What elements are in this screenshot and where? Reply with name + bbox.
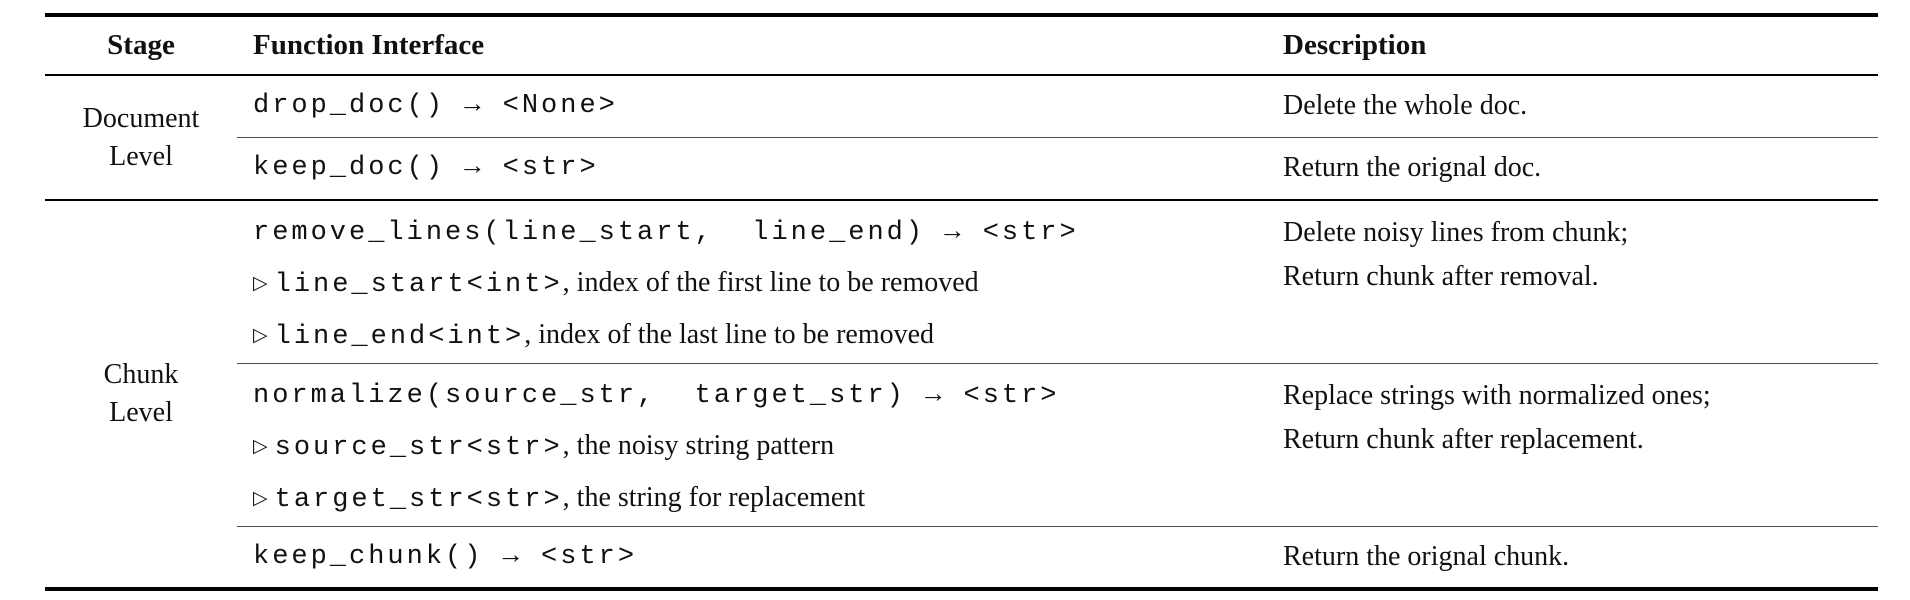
table-row-keep-chunk: keep_chunk() → <str> Return the orignal … <box>45 527 1878 589</box>
function-signature: keep_chunk() → <str> <box>253 541 638 572</box>
description-line: Return the orignal doc. <box>1283 152 1542 184</box>
function-cell-drop-doc: drop_doc() → <None> <box>237 75 1283 138</box>
col-header-description: Description <box>1283 15 1878 76</box>
function-cell-keep-doc: keep_doc() → <str> <box>237 137 1283 201</box>
description-cell: Return the orignal chunk. <box>1283 527 1878 589</box>
table-row-normalize: normalize(source_str, target_str) → <str… <box>45 363 1878 527</box>
param-note: , index of the last line to be removed <box>524 319 935 350</box>
param-line: ▷ source_str<str>, the noisy string patte… <box>253 422 1283 474</box>
description-line: Return the orignal chunk. <box>1283 540 1570 572</box>
param-line: ▷ line_end<int>, index of the last line t… <box>253 311 1283 363</box>
table-row-keep-doc: keep_doc() → <str> Return the orignal do… <box>45 137 1878 201</box>
description-cell: Delete noisy lines from chunk; Return ch… <box>1283 200 1878 364</box>
stage-label-line: Level <box>109 140 173 172</box>
function-signature: remove_lines(line_start, line_end) → <st… <box>253 218 1079 248</box>
param-note: , the string for replacement <box>562 482 866 513</box>
stage-label-line: Document <box>82 102 200 134</box>
param-name: line_start<int> <box>274 270 563 300</box>
param-line: ▷ target_str<str>, the string for replace… <box>253 474 1283 526</box>
description-cell: Delete the whole doc. <box>1283 75 1878 138</box>
description-line: Delete the whole doc. <box>1283 90 1528 122</box>
triangle-marker-icon: ▷ <box>253 272 268 294</box>
description-line: Replace strings with normalized ones; <box>1283 380 1711 411</box>
table-row-remove-lines: Chunk Level remove_lines(line_start, lin… <box>45 200 1878 428</box>
param-name: source_str<str> <box>274 433 563 463</box>
stage-label-line: Level <box>109 396 173 428</box>
function-interface-table: Stage Function Interface Description Doc… <box>45 13 1878 591</box>
param-name: line_end<int> <box>274 322 525 352</box>
description-line: Return chunk after replacement. <box>1283 424 1644 455</box>
table-header-row: Stage Function Interface Description <box>45 15 1878 76</box>
triangle-marker-icon: ▷ <box>253 324 268 346</box>
triangle-marker-icon: ▷ <box>253 487 268 509</box>
table-row-drop-doc: Document Level drop_doc() → <None> Delet… <box>45 75 1878 201</box>
col-header-function-interface: Function Interface <box>237 15 1283 76</box>
description-line: Delete noisy lines from chunk; <box>1283 217 1629 248</box>
function-signature: keep_doc() → <str> <box>253 153 599 184</box>
param-line: ▷ line_start<int>, index of the first lin… <box>253 259 1283 311</box>
stage-cell-chunk-level: Chunk Level <box>45 200 237 589</box>
param-note: , index of the first line to be removed <box>562 267 979 298</box>
description-cell: Replace strings with normalized ones; Re… <box>1283 363 1878 527</box>
function-cell-remove-lines: remove_lines(line_start, line_end) → <st… <box>237 200 1283 364</box>
stage-cell-document-level: Document Level <box>45 75 237 201</box>
stage-label-line: Chunk <box>103 358 179 390</box>
description-line: Return chunk after removal. <box>1283 261 1599 292</box>
description-cell: Return the orignal doc. <box>1283 137 1878 201</box>
col-header-stage: Stage <box>45 15 237 76</box>
function-signature: normalize(source_str, target_str) → <str… <box>253 381 1060 411</box>
function-signature: drop_doc() → <None> <box>253 91 618 122</box>
param-note: , the noisy string pattern <box>562 430 835 461</box>
function-cell-normalize: normalize(source_str, target_str) → <str… <box>237 363 1283 527</box>
param-name: target_str<str> <box>274 485 563 515</box>
function-cell-keep-chunk: keep_chunk() → <str> <box>237 527 1283 589</box>
triangle-marker-icon: ▷ <box>253 435 268 457</box>
